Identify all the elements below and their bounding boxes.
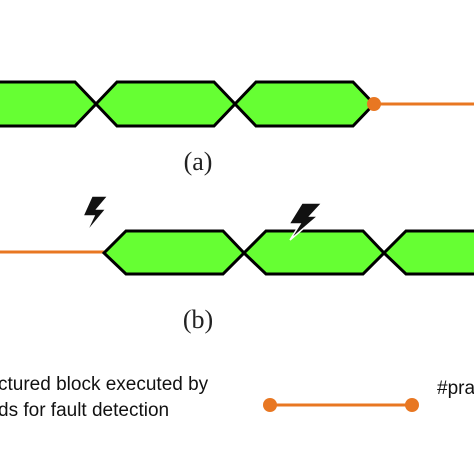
legend-block-text-line2: ds for fault detection (0, 400, 169, 421)
structured-block (241, 229, 387, 276)
lightning-bolt-icon (287, 202, 324, 241)
structured-block (381, 229, 474, 276)
legend: ctured block executed by ds for fault de… (0, 374, 474, 421)
thread-start-dot (367, 97, 381, 111)
structured-block (232, 80, 377, 128)
panel-a: (a) (0, 80, 474, 176)
panel-b: (b) (0, 195, 474, 334)
legend-thread-end-dot (405, 398, 419, 412)
legend-line-text: #pra (437, 378, 474, 399)
structured-block (0, 80, 99, 128)
structured-block (101, 229, 247, 276)
structured-block (93, 80, 238, 128)
panel-b-caption: (b) (183, 305, 213, 334)
legend-thread-start-dot (263, 398, 277, 412)
legend-block-text-line1: ctured block executed by (0, 374, 209, 395)
panel-a-caption: (a) (184, 147, 213, 176)
lightning-bolt-icon (81, 195, 110, 234)
